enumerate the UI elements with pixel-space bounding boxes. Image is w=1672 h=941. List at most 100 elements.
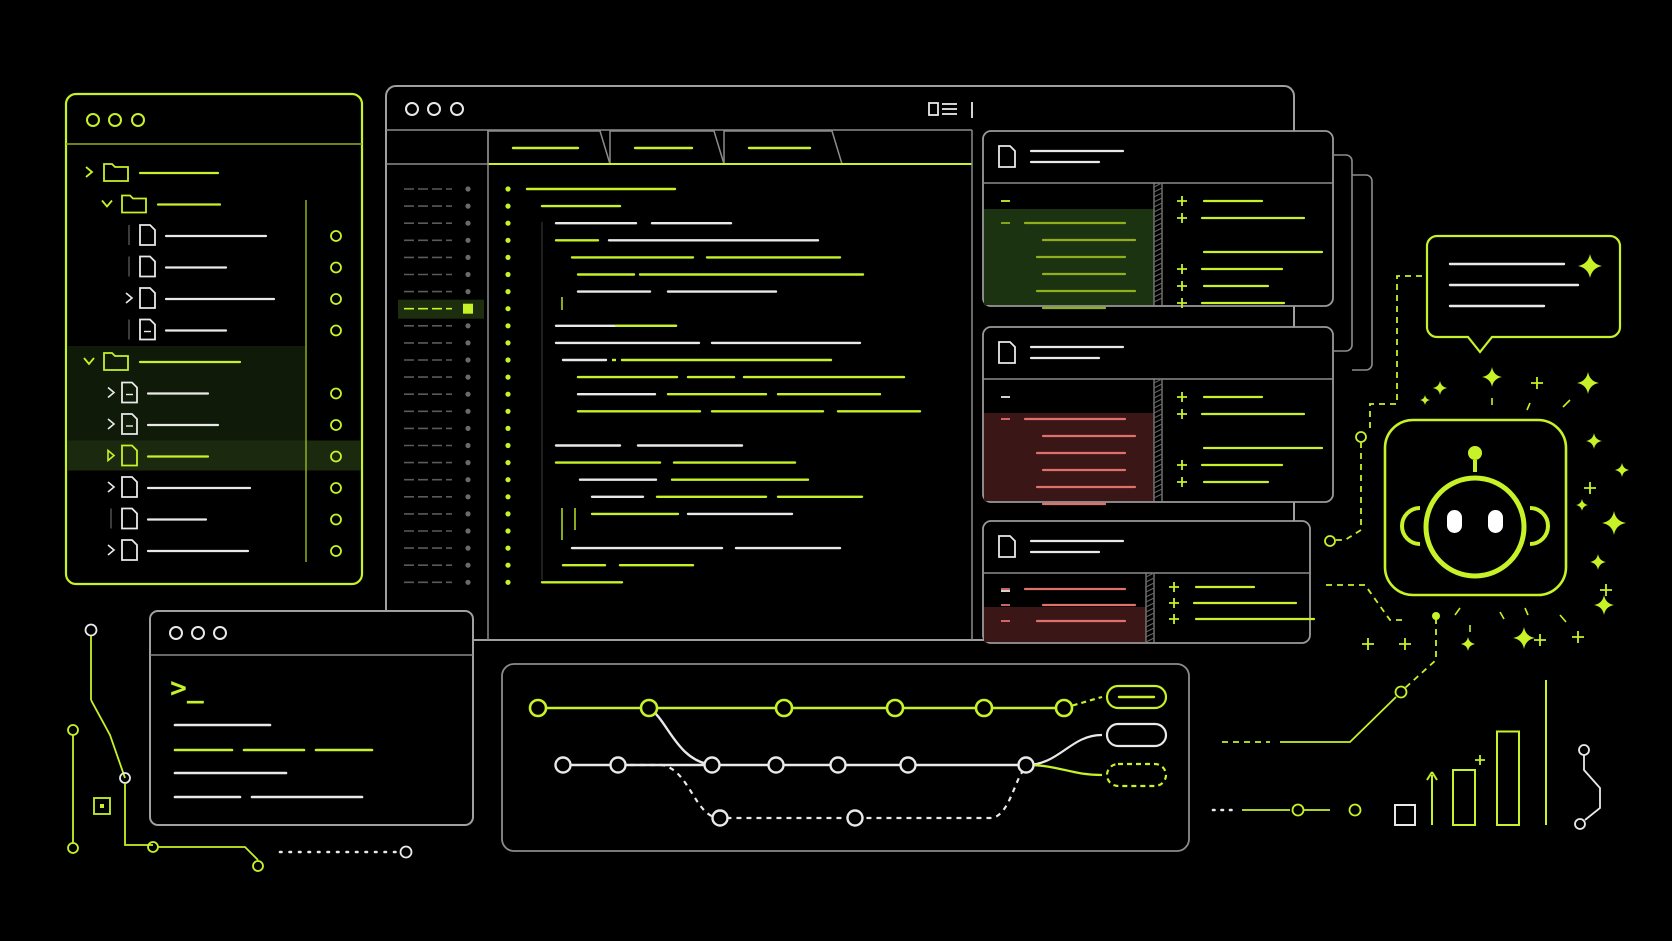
tree-folder-row[interactable]: [101, 194, 222, 214]
commit-node-feature[interactable]: [899, 756, 917, 774]
status-dot: [330, 513, 342, 526]
commit-node-draft[interactable]: [846, 809, 864, 827]
plus-icon: [1169, 614, 1179, 624]
diff-panel[interactable]: [982, 326, 1334, 506]
chevron-right-icon[interactable]: [107, 448, 116, 463]
gutter-dot: [465, 203, 471, 209]
fold-marker: [505, 477, 511, 483]
tree-file-row[interactable]: [128, 318, 342, 341]
tree-file-row[interactable]: [125, 287, 342, 309]
fold-marker: [505, 442, 511, 449]
diff-panel[interactable]: [982, 520, 1316, 644]
commit-node-main[interactable]: [528, 698, 548, 718]
sparkle-icon: [1590, 554, 1606, 570]
tree-folder-row[interactable]: [67, 346, 305, 378]
chevron-right-icon[interactable]: [107, 386, 116, 399]
fold-marker: [505, 391, 511, 397]
gutter-dot: [465, 511, 471, 517]
commit-node-main[interactable]: [974, 698, 994, 718]
commit-node-draft[interactable]: [711, 809, 729, 827]
sparkle-icon: [1513, 627, 1535, 649]
chevron-right-icon[interactable]: [107, 481, 116, 493]
branch-tags[interactable]: [1105, 684, 1168, 788]
plus-icon: [1600, 584, 1612, 596]
commit-node-feature[interactable]: [829, 756, 847, 774]
tree-file-row[interactable]: [128, 224, 342, 246]
sparkle-field: [1362, 367, 1629, 651]
tree-file-row[interactable]: [110, 507, 342, 530]
git-graph-panel: [501, 663, 1190, 852]
folder-icon: [103, 352, 129, 371]
sparkle-icon: [1433, 381, 1447, 395]
chevron-right-icon[interactable]: [107, 418, 116, 430]
fold-marker: [505, 408, 511, 414]
commit-node-main[interactable]: [639, 698, 659, 718]
commit-node-main[interactable]: [774, 698, 794, 718]
fold-marker: [505, 357, 511, 363]
tree-file-row[interactable]: [67, 409, 342, 441]
fold-marker: [505, 579, 511, 585]
fold-marker: [505, 306, 511, 312]
window-controls[interactable]: [169, 626, 227, 640]
chevron-down-icon[interactable]: [83, 357, 95, 366]
chevron-right-icon[interactable]: [125, 292, 134, 304]
fold-marker: [505, 186, 511, 192]
editor-tab[interactable]: [609, 130, 725, 165]
gutter-dot: [465, 425, 471, 431]
sparkle-icon: [1615, 463, 1629, 477]
assistant-chat-bubble: [1425, 234, 1622, 354]
file-explorer-window: [64, 92, 364, 586]
diff-divider: [1153, 378, 1163, 502]
gutter-dot: [465, 442, 471, 449]
gutter-dot: [465, 357, 471, 363]
chevron-right-icon[interactable]: [85, 166, 94, 178]
tree-folder-row[interactable]: [85, 163, 220, 182]
commit-node-feature[interactable]: [554, 756, 572, 774]
editor-tab[interactable]: [723, 130, 843, 165]
fold-marker: [505, 425, 511, 431]
commit-node-feature[interactable]: [1017, 756, 1035, 774]
code-content[interactable]: [505, 186, 922, 585]
layout-toggle-icon[interactable]: [928, 102, 973, 118]
file-icon: [121, 539, 138, 561]
tree-file-row[interactable]: [67, 440, 361, 471]
gutter-dot: [465, 237, 471, 243]
gutter-dot: [465, 186, 471, 192]
bar: [1496, 730, 1520, 826]
window-controls[interactable]: [405, 102, 464, 116]
file-icon: [998, 341, 1016, 364]
fold-marker: [505, 254, 511, 260]
plus-icon: [1584, 482, 1596, 494]
commit-node-feature[interactable]: [703, 756, 721, 774]
diff-stack-shadows: [1334, 154, 1373, 371]
file-icon: [121, 381, 138, 404]
gutter-dot: [465, 271, 471, 278]
gutter-dot: [465, 289, 471, 295]
window-controls[interactable]: [86, 113, 145, 127]
branch-tag-feature[interactable]: [1105, 722, 1168, 748]
tree-file-row[interactable]: [107, 476, 342, 498]
plus-icon: [1534, 634, 1546, 646]
commit-node-main[interactable]: [885, 698, 905, 718]
tree-file-row[interactable]: [107, 539, 342, 561]
tree-file-row[interactable]: [128, 255, 342, 278]
file-icon: [121, 413, 138, 435]
branch-tag-draft[interactable]: [1105, 762, 1168, 788]
tree-file-row[interactable]: [67, 377, 342, 410]
gutter-dot: [465, 220, 471, 226]
diff-panel[interactable]: [982, 130, 1334, 310]
chevron-right-icon[interactable]: [107, 544, 116, 556]
commit-node-main[interactable]: [1054, 698, 1074, 718]
plus-icon: [1177, 298, 1187, 308]
commit-node-feature[interactable]: [609, 756, 627, 774]
robot-icon: [1400, 446, 1550, 579]
fold-marker: [505, 237, 511, 243]
assistant-robot[interactable]: [1383, 418, 1568, 597]
file-icon: [121, 444, 138, 467]
commit-node-feature[interactable]: [767, 756, 785, 774]
status-dot: [330, 387, 342, 400]
fold-marker: [505, 494, 511, 500]
breakpoint-marker[interactable]: [463, 303, 473, 314]
fold-marker: [505, 460, 511, 466]
chevron-down-icon[interactable]: [101, 199, 113, 208]
